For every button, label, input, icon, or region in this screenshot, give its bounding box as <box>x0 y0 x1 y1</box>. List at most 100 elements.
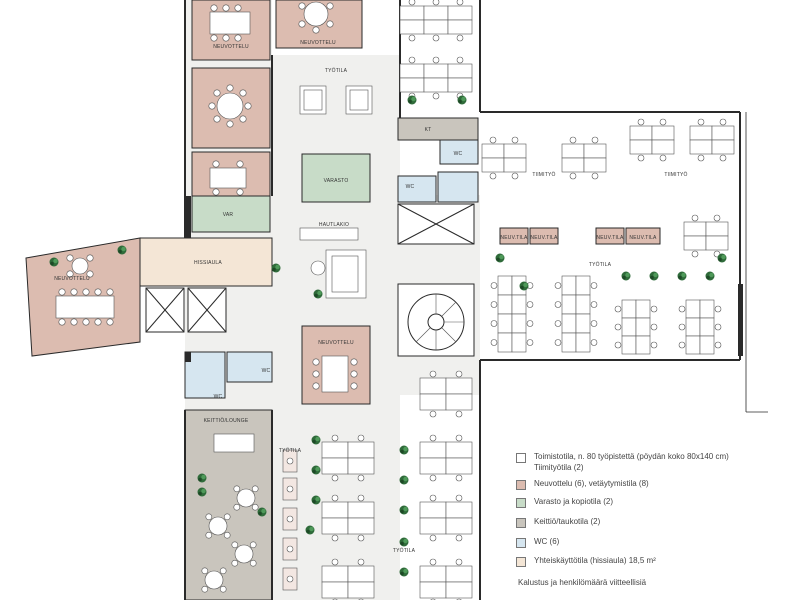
label-wc-top: WC <box>454 151 463 157</box>
label-wc-bottom-right: WC <box>262 368 271 374</box>
chair <box>331 558 339 566</box>
chair <box>429 370 437 378</box>
desk <box>347 565 375 583</box>
legend-text-lobby: Yhteiskäyttötila (hissiaula) 18,5 m² <box>534 556 656 565</box>
desk <box>423 5 449 21</box>
desk <box>561 157 585 173</box>
chair <box>251 485 259 493</box>
plant-icon <box>313 289 323 299</box>
chair <box>590 301 598 308</box>
kitchen-small <box>397 117 479 141</box>
legend-footnote: Kalustus ja henkilömäärä viitteellisiä <box>518 578 647 587</box>
legend-swatch-wc <box>516 538 526 548</box>
chair <box>331 474 339 482</box>
legend-swatch-storage <box>516 498 526 508</box>
desk <box>481 157 505 173</box>
plant-icon <box>717 253 727 263</box>
desk <box>419 501 447 519</box>
label-lobby: HISSIAULA <box>194 260 222 266</box>
chair <box>408 56 416 64</box>
desk <box>445 393 473 411</box>
chair <box>490 282 498 289</box>
wc-mid-b <box>437 171 479 203</box>
chair <box>490 339 498 346</box>
storage-rooms <box>191 153 371 233</box>
label-workspace-bottom-left: TYÖTILA <box>279 447 302 454</box>
legend-swatch-lobby <box>516 557 526 567</box>
plants <box>49 95 727 577</box>
desk <box>629 125 653 141</box>
chair <box>455 474 463 482</box>
label-phone-1: NEUV.TILA <box>500 235 528 241</box>
desk-cluster <box>399 0 473 42</box>
desk <box>711 139 735 155</box>
label-phone-2: NEUV.TILA <box>530 235 558 241</box>
chair <box>714 305 722 313</box>
chair <box>678 305 686 313</box>
desks <box>201 0 735 600</box>
chair <box>511 172 519 180</box>
plant-icon <box>49 257 59 267</box>
chair <box>697 154 705 162</box>
desk <box>621 299 637 319</box>
desk <box>683 235 707 251</box>
desk-cluster <box>321 494 375 542</box>
phone-room-2 <box>529 227 559 245</box>
plant-icon <box>311 465 321 475</box>
chair <box>590 282 598 289</box>
chair <box>590 339 598 346</box>
plant-icon <box>117 245 127 255</box>
desk <box>705 221 729 237</box>
label-meeting-wing: NEUVOTTELU <box>54 276 90 282</box>
desk <box>635 317 651 337</box>
legend-text-meeting: Neuvottelu (6), vetäytymistila (8) <box>534 479 649 488</box>
label-team-left: TIIMITYÖ <box>532 171 555 178</box>
plant-icon <box>677 271 687 281</box>
desk <box>497 275 513 296</box>
chair <box>249 541 257 549</box>
desk <box>705 235 729 251</box>
chair <box>719 154 727 162</box>
chair <box>432 34 440 42</box>
desk <box>689 125 713 141</box>
wc-bottom-b <box>226 351 273 383</box>
desk-cluster <box>321 434 375 482</box>
desk <box>685 317 701 337</box>
legend-text-storage: Varasto ja kopiotila (2) <box>534 497 613 506</box>
plant-icon <box>271 263 281 273</box>
legend-text-kitchen: Keittiö/taukotila (2) <box>534 517 601 526</box>
desk <box>683 221 707 237</box>
plant-icon <box>705 271 715 281</box>
desk <box>575 313 591 334</box>
desk <box>497 313 513 334</box>
chair <box>490 301 498 308</box>
chair <box>697 118 705 126</box>
label-lounge: HAUTLAKIO <box>319 222 349 228</box>
desk <box>347 501 375 519</box>
chair <box>637 154 645 162</box>
chair <box>511 136 519 144</box>
chair <box>554 301 562 308</box>
desk <box>575 275 591 296</box>
phone-room-1 <box>499 227 529 245</box>
legend-swatch-meeting <box>516 480 526 490</box>
legend-text-wc: WC (6) <box>534 537 560 546</box>
chair <box>659 118 667 126</box>
desk <box>419 377 447 395</box>
desk-cluster <box>399 56 473 100</box>
chair <box>286 457 294 465</box>
plant-icon <box>519 281 529 291</box>
chair <box>429 434 437 442</box>
chair <box>223 513 231 521</box>
chair <box>331 534 339 542</box>
chair <box>429 558 437 566</box>
wc-rooms <box>184 139 479 399</box>
chair <box>219 567 227 575</box>
round-table <box>236 488 256 508</box>
chair <box>249 559 257 567</box>
legend-item-storage: Varasto ja kopiotila (2) <box>516 497 613 511</box>
copy-room <box>301 153 371 203</box>
chair <box>591 136 599 144</box>
chair <box>429 410 437 418</box>
chair <box>286 515 294 523</box>
